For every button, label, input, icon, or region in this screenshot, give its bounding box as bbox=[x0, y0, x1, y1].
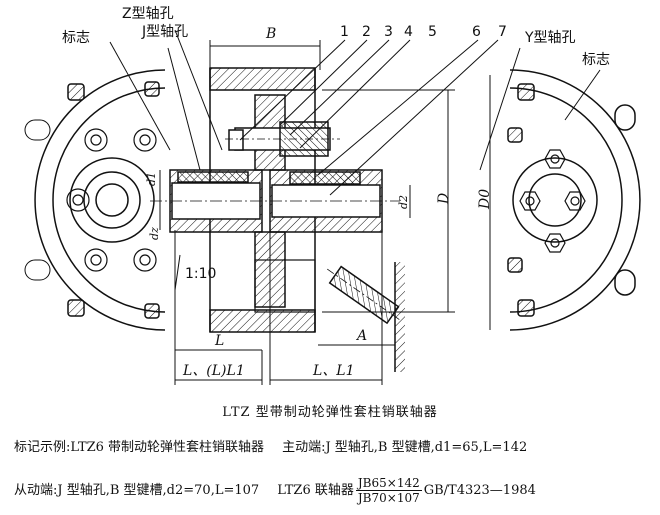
label-part-6: 6 bbox=[472, 24, 481, 40]
example-model: LTZ6 联轴器 bbox=[277, 483, 354, 498]
left-end-view bbox=[24, 69, 166, 331]
coupling-drawing: 标志 Z型轴孔 J型轴孔 B 1 2 3 4 5 6 7 Y型轴孔 标志 d1 … bbox=[24, 6, 641, 385]
fraction-numerator: JB65×142 bbox=[355, 476, 422, 491]
right-end-view bbox=[507, 69, 641, 331]
figure-caption: LTZ 型带制动轮弹性套柱销联轴器 bbox=[222, 405, 438, 420]
label-part-5: 5 bbox=[428, 24, 437, 40]
label-dim-d: D bbox=[436, 193, 452, 205]
label-biaozhi-right: 标志 bbox=[582, 52, 610, 68]
label-part-7: 7 bbox=[498, 24, 507, 40]
section-view bbox=[150, 67, 405, 372]
label-taper: 1:10 bbox=[185, 266, 216, 282]
dimension-lines bbox=[109, 29, 601, 385]
example-driven-end: 从动端:J 型轴孔,B 型键槽,d2=70,L=107 bbox=[14, 483, 260, 498]
example-prefix: 标记示例:LTZ6 带制动轮弹性套柱销联轴器 bbox=[14, 440, 265, 455]
label-part-4: 4 bbox=[404, 24, 413, 40]
fraction-denominator: JB70×107 bbox=[357, 491, 420, 505]
label-biaozhi-left: 标志 bbox=[62, 30, 90, 46]
label-dim-d2: d2 bbox=[397, 195, 410, 209]
label-j-hole: J型轴孔 bbox=[141, 24, 188, 40]
label-dim-b: B bbox=[265, 26, 276, 42]
label-dim-l: L bbox=[214, 333, 224, 349]
label-part-1: 1 bbox=[340, 24, 349, 40]
example-main-end: 主动端:J 型轴孔,B 型键槽,d1=65,L=142 bbox=[282, 440, 528, 455]
label-dim-l-left: L、(L)L1 bbox=[182, 363, 245, 379]
label-dim-d1: d1 bbox=[145, 172, 158, 186]
label-z-hole: Z型轴孔 bbox=[122, 6, 174, 22]
label-y-hole: Y型轴孔 bbox=[524, 30, 576, 46]
label-dim-dz: dz bbox=[148, 227, 161, 240]
standard-code: GB/T4323—1984 bbox=[423, 483, 536, 498]
label-part-3: 3 bbox=[384, 24, 393, 40]
label-dim-a: A bbox=[355, 328, 367, 344]
label-part-2: 2 bbox=[362, 24, 371, 40]
label-dim-d0: D0 bbox=[477, 189, 493, 210]
label-dim-l-right: L、L1 bbox=[312, 363, 355, 379]
example-line-1: 标记示例:LTZ6 带制动轮弹性套柱销联轴器 主动端:J 型轴孔,B 型键槽,d1… bbox=[14, 436, 527, 455]
